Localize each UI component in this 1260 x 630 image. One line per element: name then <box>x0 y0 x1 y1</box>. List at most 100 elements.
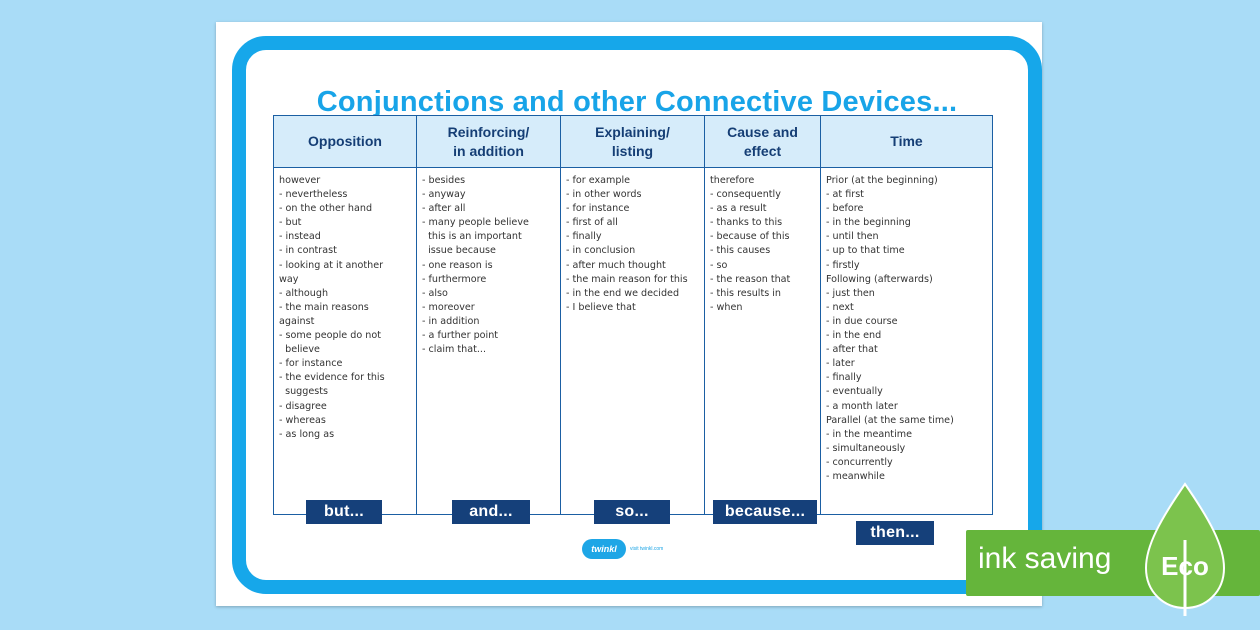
list-item: Following (afterwards) <box>826 273 933 285</box>
logo-wordmark: twinkl <box>582 539 626 559</box>
list-item: - later <box>826 358 855 370</box>
logo-url: visit twinkl.com <box>630 546 664 552</box>
column-header: Reinforcing/ in addition <box>417 116 560 168</box>
tag-but: but... <box>306 500 382 524</box>
list-item: - at first <box>826 189 864 201</box>
list-item: - firstly <box>826 259 860 271</box>
header-text: Reinforcing/ in addition <box>447 123 530 159</box>
list-item: - first of all <box>566 217 618 229</box>
list-item: - on the other hand <box>279 203 373 215</box>
list-item: - the main reasons <box>279 301 369 313</box>
list-item: - finally <box>826 372 862 384</box>
list-item: - some people do not <box>279 330 381 342</box>
list-item: way <box>279 273 299 285</box>
word-list: - for example - in other words - for insta… <box>561 168 704 315</box>
list-item: - after that <box>826 344 878 356</box>
list-item: - this causes <box>710 245 771 257</box>
list-item: - in the end we decided <box>566 287 680 299</box>
list-item: - finally <box>566 231 602 243</box>
tag-and: and... <box>452 500 530 524</box>
header-text: Explaining/ listing <box>595 123 670 159</box>
list-item: - the evidence for this <box>279 372 385 384</box>
column-cause-effect: Cause and effect therefore- consequently… <box>705 116 821 514</box>
list-item: - looking at it another <box>279 259 384 271</box>
list-item: - in the end <box>826 330 882 342</box>
list-item: - in conclusion <box>566 245 636 257</box>
list-item: - besides <box>422 175 466 186</box>
list-item: - instead <box>279 231 321 243</box>
list-item: - after much thought <box>566 259 666 271</box>
list-item: - this results in <box>710 287 782 299</box>
list-item: - for instance <box>279 358 343 370</box>
list-item: - concurrently <box>826 456 893 468</box>
list-item: Prior (at the beginning) <box>826 175 938 186</box>
list-item: - so <box>710 259 728 271</box>
list-item: - in other words <box>566 189 642 201</box>
tag-because: because... <box>713 500 817 524</box>
list-item: - one reason is <box>422 259 493 271</box>
list-item: - disagree <box>279 400 327 412</box>
list-item: however <box>279 175 321 186</box>
list-item: - anyway <box>422 189 466 201</box>
list-item: - whereas <box>279 414 326 426</box>
list-item: - the reason that <box>710 273 791 285</box>
list-item: - a further point <box>422 330 499 342</box>
list-item: - as a result <box>710 203 767 215</box>
list-item: - but <box>279 217 302 229</box>
column-explaining: Explaining/ listing - for example - in ot… <box>561 116 705 514</box>
list-item: - nevertheless <box>279 189 348 201</box>
list-item: - up to that time <box>826 245 905 257</box>
list-item: - in due course <box>826 315 898 327</box>
list-item: - eventually <box>826 386 883 398</box>
list-item: - just then <box>826 287 875 299</box>
list-item: suggests <box>279 386 329 398</box>
list-item: - thanks to this <box>710 217 783 229</box>
list-item: - simultaneously <box>826 442 906 454</box>
eco-leaf-icon: Eco <box>1144 482 1226 616</box>
list-item: - although <box>279 287 329 299</box>
column-header: Explaining/ listing <box>561 116 704 168</box>
list-item: against <box>279 315 315 327</box>
list-item: believe <box>279 344 320 356</box>
list-item: - until then <box>826 231 879 243</box>
list-item: issue because <box>422 245 496 257</box>
list-item: - also <box>422 287 448 299</box>
list-item: - for instance <box>566 203 630 215</box>
tag-so: so... <box>594 500 670 524</box>
list-item: - before <box>826 203 864 215</box>
ink-saving-text: ink saving <box>978 542 1112 575</box>
list-item: this is an important <box>422 231 522 243</box>
word-list: Prior (at the beginning) - at first - befo… <box>821 168 992 484</box>
tag-then: then... <box>856 521 934 545</box>
list-item: - a month later <box>826 400 898 412</box>
list-item: - for example <box>566 175 631 186</box>
column-time: Time Prior (at the beginning) - at first -… <box>821 116 992 514</box>
column-header: Time <box>821 116 992 168</box>
poster-title: Conjunctions and other Connective Device… <box>316 86 958 118</box>
list-item: - in contrast <box>279 245 337 257</box>
list-item: - consequently <box>710 189 781 201</box>
list-item: - I believe that <box>566 301 636 313</box>
word-list: therefore- consequently- as a result- th… <box>705 168 820 315</box>
list-item: - in the meantime <box>826 428 912 440</box>
word-list: however - nevertheless - on the other hand… <box>274 168 416 442</box>
list-item: Parallel (at the same time) <box>826 414 954 426</box>
column-header: Opposition <box>274 116 416 168</box>
twinkl-logo: twinkl visit twinkl.com <box>582 539 663 559</box>
column-opposition: Opposition however - nevertheless - on the… <box>274 116 417 514</box>
header-text: Cause and effect <box>727 123 798 159</box>
list-item: - many people believe <box>422 217 529 229</box>
list-item: - because of this <box>710 231 790 243</box>
list-item: - in addition <box>422 315 480 327</box>
list-item: - moreover <box>422 301 475 313</box>
list-item: - as long as <box>279 428 335 440</box>
list-item: - after all <box>422 203 466 215</box>
list-item: - in the beginning <box>826 217 911 229</box>
list-item: - when <box>710 301 743 313</box>
word-list: - besides - anyway - after all - many peopl… <box>417 168 560 357</box>
eco-label: Eco <box>1161 551 1209 581</box>
list-item: - furthermore <box>422 273 487 285</box>
list-item: - meanwhile <box>826 470 885 482</box>
column-reinforcing: Reinforcing/ in addition - besides - anyw… <box>417 116 561 514</box>
connectives-table: Opposition however - nevertheless - on the… <box>273 115 993 515</box>
